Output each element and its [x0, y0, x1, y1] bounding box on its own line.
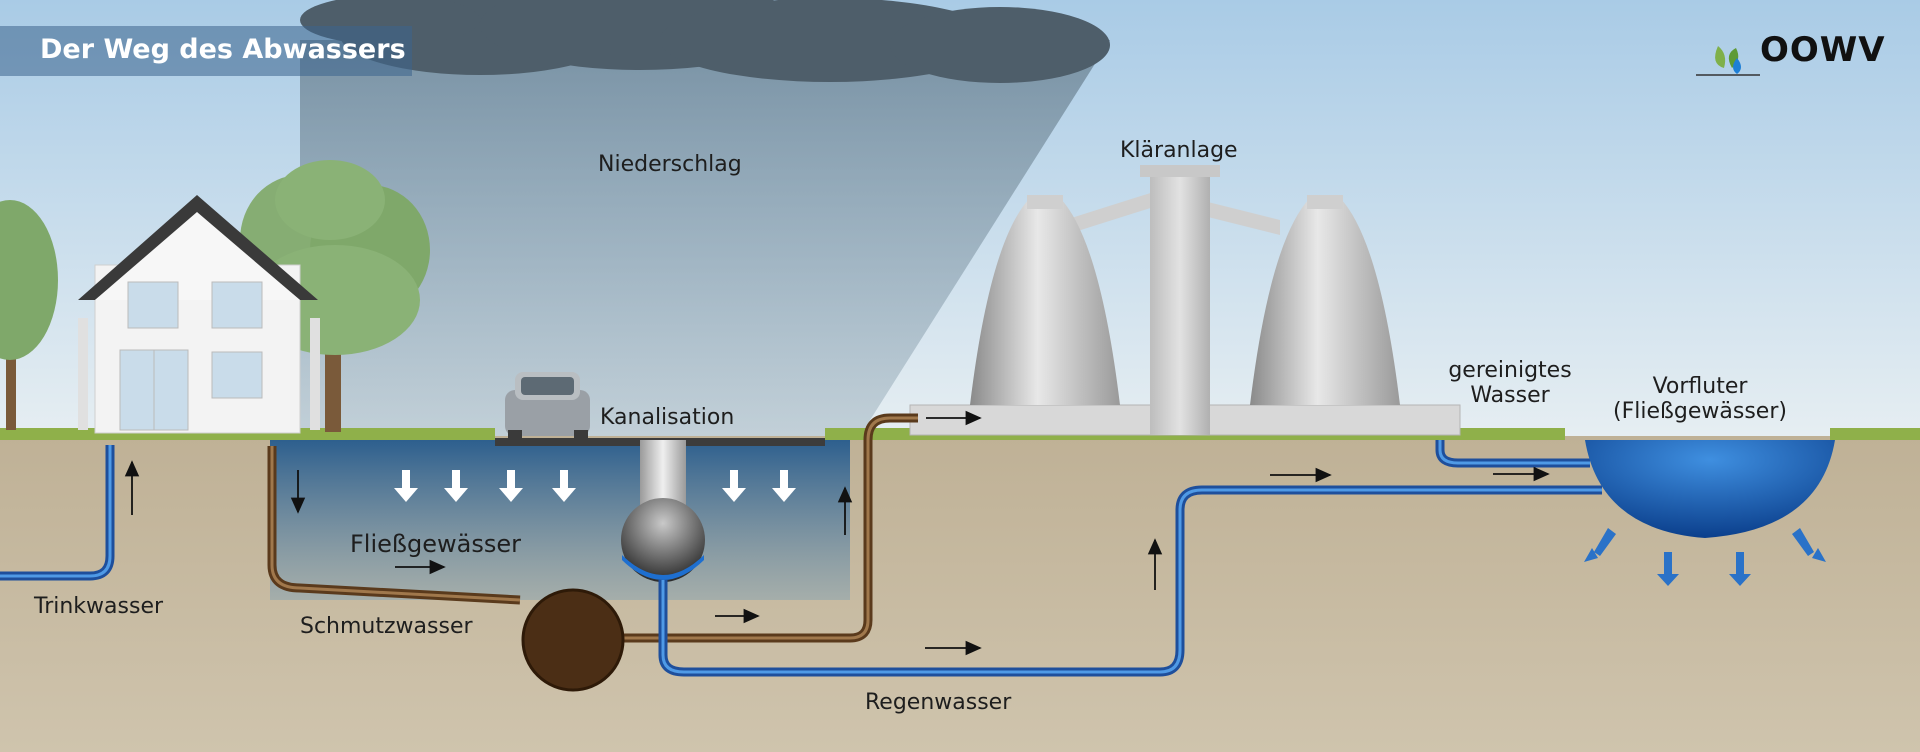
infiltration-arrows: [394, 470, 796, 502]
label-niederschlag: Niederschlag: [598, 152, 742, 177]
label-gereinigtes-line2: Wasser: [1470, 383, 1550, 408]
label-vorfluter-line2: (Fließgewässer): [1613, 399, 1787, 424]
car: [505, 372, 590, 440]
label-klaeranlage: Kläranlage: [1120, 138, 1238, 163]
label-vorfluter-line1: Vorfluter: [1652, 374, 1748, 399]
label-gereinigtes-wasser: gereinigtes Wasser: [1445, 358, 1575, 408]
house: [78, 195, 320, 434]
title-banner: [0, 26, 412, 76]
infiltration-zone: [270, 440, 850, 600]
page-title: Der Weg des Abwassers: [40, 34, 406, 65]
label-fliessgewaesser: Fließgewässer: [350, 530, 521, 558]
label-gereinigtes-line1: gereinigtes: [1448, 358, 1572, 383]
label-kanalisation: Kanalisation: [600, 405, 735, 430]
oowv-logo-text: OOWV: [1760, 30, 1886, 70]
schmutzwasser-tank: [521, 588, 625, 692]
rain-area: [300, 40, 1110, 436]
leaf-drop-icon: [1696, 46, 1760, 76]
label-trinkwasser: Trinkwasser: [34, 594, 164, 619]
label-vorfluter: Vorfluter (Fließgewässer): [1610, 374, 1790, 424]
kanalisation-chamber: [621, 498, 705, 582]
tree-left: [0, 200, 58, 430]
vorfluter-lake: [1585, 440, 1835, 538]
seepage-arrows: [1584, 528, 1826, 586]
label-regenwasser: Regenwasser: [865, 690, 1012, 715]
label-schmutzwasser: Schmutzwasser: [300, 614, 473, 639]
